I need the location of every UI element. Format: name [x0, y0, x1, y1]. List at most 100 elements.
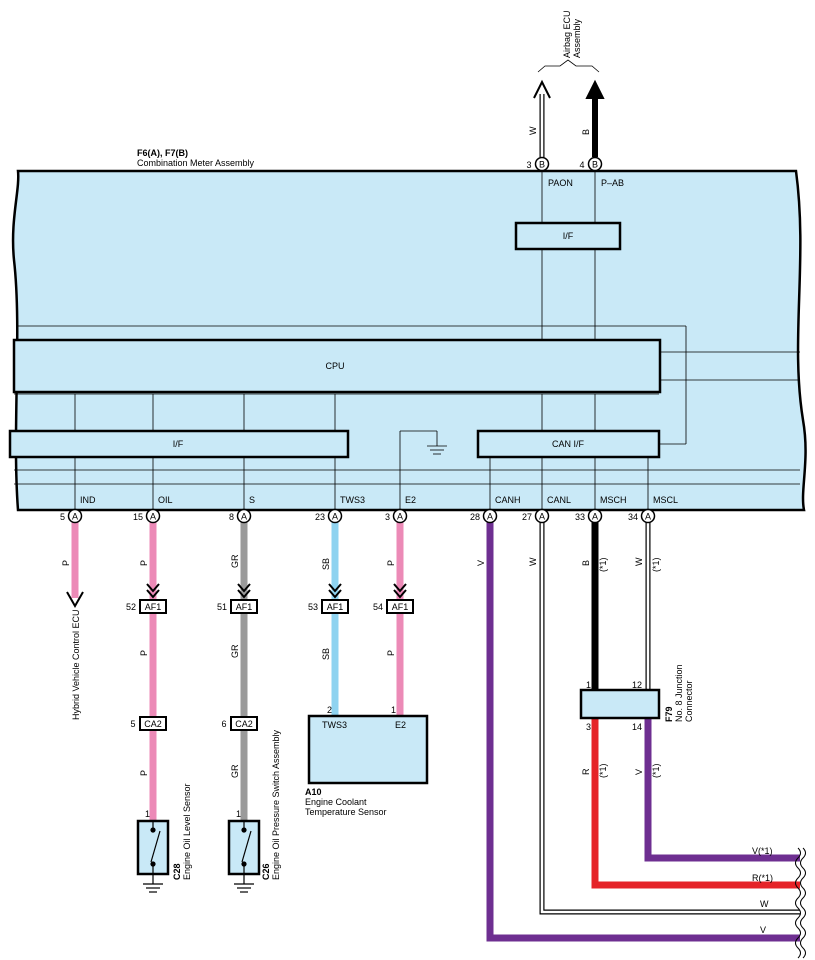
pin-conn-s: A: [241, 512, 247, 522]
hybrid-ecu-label: Hybrid Vehicle Control ECU: [71, 609, 81, 720]
wire-color-mscl: W: [634, 557, 644, 566]
junction-connector: [579, 688, 661, 720]
wire-color-ind: P: [61, 560, 71, 566]
pin-label-e2: E2: [405, 495, 416, 505]
junction-pin-bl: 3: [586, 722, 591, 732]
arrow-down-ind: [66, 591, 84, 609]
pin-label-s: S: [249, 495, 255, 505]
arrow-up-pab: [585, 79, 605, 99]
oil-pressure-name: Engine Oil Pressure Switch Assembly: [271, 729, 281, 880]
coolant-pin-right-num: 1: [391, 705, 396, 715]
junction-pin-br: 14: [632, 722, 642, 732]
airbag-ecu-line2: Assembly: [572, 18, 582, 58]
pin-circle-msch: [587, 508, 603, 524]
coolant-sensor-name-2: Temperature Sensor: [305, 807, 387, 817]
wire-color-paon: W: [528, 126, 538, 135]
pin-num-canl: 27: [522, 512, 532, 522]
wire-color-tws3-1: SB: [321, 558, 331, 570]
wire-break-marks: [795, 847, 806, 959]
coolant-sensor-name-1: Engine Coolant: [305, 797, 367, 807]
pin-label-paon: PAON: [548, 178, 573, 188]
pin-circle-oil: [145, 508, 161, 524]
pin-conn-e2: A: [397, 512, 403, 522]
oil-level-pin: 1: [145, 809, 150, 819]
wire-color-junction-r: R: [581, 768, 591, 775]
cpu-block-label: CPU: [325, 361, 344, 371]
right-label-3: V: [760, 925, 766, 935]
pin-num-e2: 3: [385, 512, 390, 522]
af1-label-0: AF1: [145, 602, 162, 612]
wire-color-s-1: GR: [230, 554, 240, 568]
af1-num-3: 54: [373, 602, 383, 612]
wire-note-msch: (*1): [598, 557, 608, 572]
wire-color-tws3-2: SB: [321, 648, 331, 660]
wire-note-mscl: (*1): [651, 557, 661, 572]
wire-color-canl: W: [528, 557, 538, 566]
wire-color-msch: B: [581, 560, 591, 566]
junction-name-line1: No. 8 Junction: [674, 664, 684, 722]
pin-num-mscl: 34: [628, 512, 638, 522]
ca2-num-1: 6: [221, 719, 226, 729]
if-block-top-label: I/F: [563, 231, 574, 241]
junction-code: F79: [664, 706, 674, 722]
pin-circle-s: [236, 508, 252, 524]
pin-num-tws3: 23: [315, 512, 325, 522]
ca2-connector-s: [230, 716, 258, 731]
wire-junction-r: [591, 718, 800, 889]
pin-num-oil: 15: [133, 512, 143, 522]
pin-label-ind: IND: [80, 495, 96, 505]
internal-wiring: [14, 171, 800, 510]
pin-label-canl: CANL: [547, 495, 571, 505]
arrow-up-paon: [533, 79, 551, 99]
coolant-pin-right: E2: [395, 720, 406, 730]
if-block-left: [8, 429, 350, 459]
junction-pin-tl: 1: [586, 680, 591, 690]
oil-level-name: Engine Oil Level Sensor: [182, 783, 192, 880]
pin-num-paon: 3: [526, 160, 531, 170]
coolant-pin-left: TWS3: [322, 720, 347, 730]
pin-conn-canl: A: [539, 512, 545, 522]
pin-circle-canl: [534, 508, 550, 524]
pin-label-tws3: TWS3: [340, 495, 365, 505]
af1-num-1: 51: [217, 602, 227, 612]
wire-color-s-3: GR: [230, 764, 240, 778]
oil-level-code: C28: [172, 863, 182, 880]
connector-chevrons: [146, 583, 407, 599]
wire-note-junction-r: (*1): [598, 763, 608, 778]
wire-color-e2-2: P: [386, 650, 396, 656]
pin-conn-canh: A: [487, 512, 493, 522]
pin-label-mscl: MSCL: [653, 495, 678, 505]
af1-num-2: 53: [308, 602, 318, 612]
right-label-2: W: [760, 899, 769, 909]
af1-connectors: [139, 599, 414, 614]
bottom-pin-row: A5INDA15OILA8SA23TWS3A3E2A28CANHA27CANLA…: [60, 495, 678, 524]
pin-num-pab: 4: [579, 160, 584, 170]
right-label-0: V(*1): [752, 846, 773, 856]
pin-circle-mscl: [640, 508, 656, 524]
ca2-label-1: CA2: [235, 719, 253, 729]
pin-conn-oil: A: [150, 512, 156, 522]
af1-num-0: 52: [126, 602, 136, 612]
wire-junction-v: [644, 718, 800, 862]
ca2-connector-oil: [139, 716, 167, 731]
af1-label-3: AF1: [392, 602, 409, 612]
wire-canh: [486, 522, 800, 942]
pin-conn-paon: B: [539, 160, 545, 170]
coolant-sensor-code: A10: [305, 787, 322, 797]
af1-label-2: AF1: [327, 602, 344, 612]
pin-conn-msch: A: [592, 512, 598, 522]
pin-circle-canh: [482, 508, 498, 524]
pin-conn-tws3: A: [332, 512, 338, 522]
junction-pin-tr: 12: [632, 680, 642, 690]
can-if-block-label: CAN I/F: [552, 439, 585, 449]
cpu-block: [12, 338, 662, 394]
right-label-1: R(*1): [752, 873, 773, 883]
coolant-pin-left-num: 2: [327, 705, 332, 715]
oil-pressure-code: C26: [261, 863, 271, 880]
wire-color-s-2: GR: [230, 644, 240, 658]
pin-num-ind: 5: [60, 512, 65, 522]
pin-circle-ind: [67, 508, 83, 524]
pin-label-pab: P–AB: [601, 178, 624, 188]
combination-meter-code: F6(A), F7(B): [137, 148, 188, 158]
oil-pressure-switch-icon: [234, 821, 254, 893]
